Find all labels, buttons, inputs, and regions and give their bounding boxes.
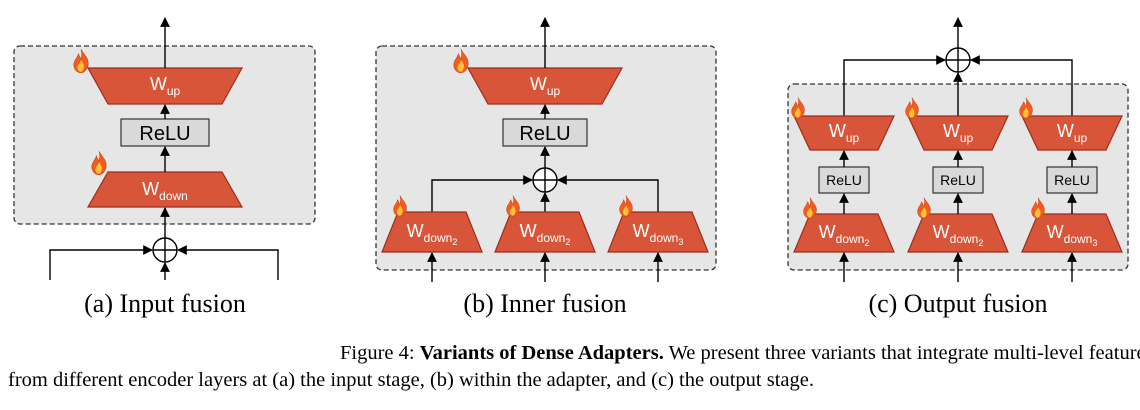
relu-label-b: ReLU [519,123,570,145]
caption-title: Variants of Dense Adapters. [419,342,664,364]
w-down-label-c3: Wdown3 [1047,222,1098,248]
w-down-label-b3: Wdown3 [633,221,684,247]
w-down-label-c1: Wdown2 [819,222,870,248]
relu-block-c1 [818,166,870,194]
branch-left-c [843,55,946,116]
w-up-label-c2: Wup [943,121,974,145]
w-down-block-c1 [793,213,895,253]
w-down-label-b2: Wdown2 [520,221,571,247]
caption-line-1: Figure 4: Variants of Dense Adapters. We… [340,340,1140,367]
relu-label-a: ReLU [139,123,190,145]
w-down-block-a [86,171,244,208]
w-down-label-b1: Wdown2 [407,221,458,247]
relu-label-c1: ReLU [826,172,862,188]
w-down-block-b1 [381,211,483,253]
sub-caption-c: (c) Output fusion [868,289,1047,318]
panel-inner-fusion: Wup ReLU Wdown2 Wdown2 Wdown3 (b) Inner … [375,17,717,318]
caption-line-2: from different encoder layers at (a) the… [8,369,814,391]
panel-input-fusion: Wup ReLU Wdown (a) Input fusion [13,17,316,318]
w-down-block-b3 [607,211,709,253]
sub-caption-b: (b) Inner fusion [463,289,626,318]
branch-left-b [431,175,533,212]
w-up-block-c1 [793,115,895,151]
relu-block-a [120,118,210,147]
w-up-label-a: Wup [150,74,181,98]
input-line-right-a [177,245,279,280]
w-down-block-b2 [494,211,596,253]
figure-caption: Figure 4: Variants of Dense Adapters. We… [8,340,1140,394]
w-up-block-c3 [1021,115,1123,151]
input-line-left-a [49,245,153,280]
caption-figure-label: Figure 4: [340,342,415,364]
relu-block-c2 [932,166,984,194]
relu-label-c2: ReLU [940,172,976,188]
w-up-block-c2 [907,115,1009,151]
w-down-label-a: Wdown [142,179,188,203]
w-up-label-c1: Wup [829,121,860,145]
relu-block-c3 [1046,166,1098,194]
w-down-block-c2 [907,213,1009,253]
branch-right-b [557,175,659,212]
caption-text-1: We present three variants that integrate… [668,342,1140,364]
dense-adapters-diagram: Wup ReLU Wdown (a) Input fusion Wup Re [13,17,1129,318]
w-down-block-c3 [1021,213,1123,253]
w-down-label-c2: Wdown2 [933,222,984,248]
relu-label-c3: ReLU [1054,172,1090,188]
w-up-label-c3: Wup [1057,121,1088,145]
w-up-block-b [466,67,624,105]
sub-caption-a: (a) Input fusion [84,289,246,318]
relu-block-b [502,118,588,147]
panel-output-fusion: Wup ReLU Wdown2 Wup ReLU Wdown2 Wup ReLU… [787,17,1129,318]
w-up-label-b: Wup [530,74,561,98]
w-up-block-a [86,67,244,105]
branch-right-c [970,55,1073,116]
